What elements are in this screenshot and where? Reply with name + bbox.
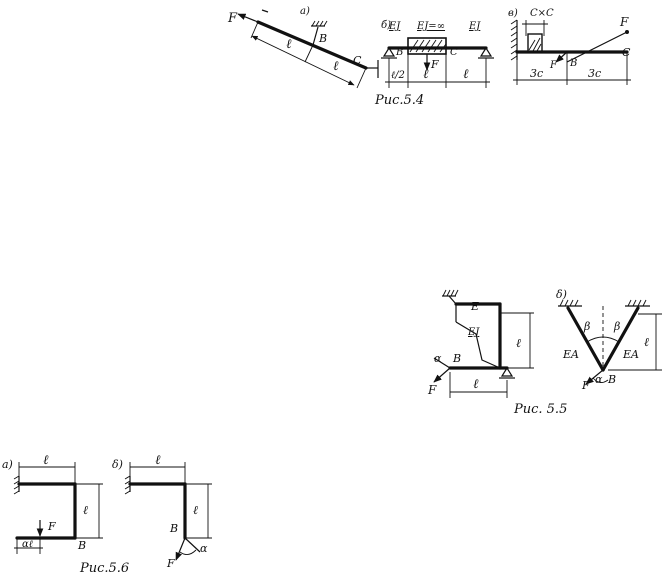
label-beta: β	[583, 320, 590, 333]
dim-label: ℓ	[333, 59, 339, 74]
small-mark	[261, 9, 269, 13]
label-ej: EJ	[468, 21, 481, 32]
dim-label: 3c	[588, 67, 601, 80]
pin-support-left	[382, 46, 396, 57]
fig-5-6a: а) ℓ ℓ F αℓ B	[2, 453, 103, 554]
caption-fig-5-4: Рис.5.4	[374, 93, 424, 108]
fig-5-4b: б) EJ EJ=∞ EJ B C F ℓ/2 ℓ ℓ	[381, 20, 494, 88]
dim-label: ℓ	[473, 377, 479, 392]
dim-label: ℓ	[516, 336, 521, 350]
rigid-section	[527, 33, 543, 53]
rod-right	[601, 306, 640, 372]
label-point-b: B	[169, 522, 178, 535]
support-hatch	[311, 20, 328, 27]
inclined-bar	[256, 20, 368, 70]
dim-label: ℓ	[43, 453, 49, 468]
dim-label: ℓ	[83, 503, 88, 517]
label-ea: EA	[622, 348, 639, 361]
wall-hatch	[510, 19, 518, 61]
diagonal	[433, 357, 451, 369]
force-arrow-f	[433, 367, 451, 383]
dimension-line	[251, 35, 355, 86]
subfig-tag: δ)	[112, 458, 123, 471]
subfig-tag: δ)	[556, 288, 567, 301]
label-beta: β	[613, 320, 620, 333]
force-arrow-f	[237, 13, 259, 23]
fig-5-5b: δ) β β EA EA ℓ F α B	[556, 288, 662, 392]
force-arrow-b	[555, 51, 568, 63]
fig-5-4v: в) C×C F C B F 3c 3c	[508, 8, 631, 85]
subfig-tag: а)	[2, 458, 13, 471]
inclined-rod	[566, 31, 628, 63]
label-ej: EJ	[467, 327, 480, 338]
label-point-c: C	[450, 47, 458, 58]
dim-label: 3c	[530, 67, 543, 80]
caption-fig-5-6: Рис.5.6	[79, 561, 129, 576]
rod-left	[566, 306, 605, 372]
alpha-arc	[592, 377, 609, 383]
support-hatch	[559, 299, 647, 307]
label-ej: EJ	[388, 21, 401, 32]
dim-label: ℓ/2	[391, 70, 405, 81]
dim-label: ℓ	[423, 67, 429, 82]
fig-5-4a: F а) B C ℓ ℓ	[227, 6, 379, 89]
pin-support	[500, 366, 514, 377]
label-point-b: B	[569, 58, 577, 69]
force-arrow-f	[585, 369, 604, 385]
rigid-section-hatch	[528, 37, 542, 52]
angle-arc	[586, 336, 620, 343]
label-point-e: E	[470, 300, 479, 313]
diagonal	[184, 537, 201, 553]
label-force: F	[430, 58, 439, 71]
support-hatch	[442, 289, 459, 297]
label-alpha: α	[434, 352, 442, 365]
support-strut	[312, 26, 319, 46]
label-force: F	[581, 379, 590, 392]
hinge-c	[625, 30, 629, 34]
label-ea: EA	[562, 348, 579, 361]
caption-fig-5-5: Рис. 5.5	[513, 402, 567, 417]
label-ej-rigid: EJ=∞	[416, 21, 445, 32]
label-alpha: α	[200, 542, 208, 555]
label-point-c: C	[622, 46, 631, 59]
wall-hatch	[13, 475, 20, 495]
label-force: F	[227, 11, 238, 26]
wall-hatch	[124, 475, 131, 495]
dim-label: ℓ	[644, 335, 649, 349]
ej-curve	[455, 321, 501, 369]
dim-label: ℓ	[155, 453, 161, 468]
alpha-arc	[179, 549, 197, 555]
dim-label: ℓ	[286, 37, 292, 52]
force-arrow-f	[175, 537, 186, 561]
label-force-b: F	[549, 60, 558, 71]
pin-support-right	[479, 46, 493, 57]
label-force: F	[47, 520, 56, 533]
label-force: F	[619, 15, 629, 29]
label-point-b: B	[318, 32, 327, 45]
extension-line	[356, 67, 367, 89]
fig-5-6b: δ) ℓ ℓ B α F	[112, 453, 212, 570]
dim-label: ℓ	[193, 503, 198, 517]
extension-line	[250, 21, 259, 39]
label-ctc: C×C	[530, 8, 554, 19]
subfig-tag: б)	[381, 20, 391, 31]
dim-label-small: αℓ	[22, 539, 33, 550]
label-force: F	[427, 383, 437, 397]
subfig-tag: в)	[508, 8, 518, 19]
label-point-b: B	[607, 373, 616, 386]
label-point-b: B	[77, 539, 86, 552]
fig-5-5a: E EJ ℓ α B F ℓ	[427, 289, 534, 398]
support-link	[448, 295, 457, 305]
label-alpha: α	[595, 373, 603, 386]
subfig-tag: а)	[300, 6, 310, 17]
label-point-b: B	[395, 47, 403, 58]
dim-label: ℓ	[463, 67, 469, 82]
rigid-block-hatch	[409, 39, 447, 53]
label-point-b: B	[452, 352, 461, 365]
extension-line	[304, 44, 314, 63]
label-force: F	[166, 557, 175, 570]
label-point-c: C	[353, 54, 362, 67]
